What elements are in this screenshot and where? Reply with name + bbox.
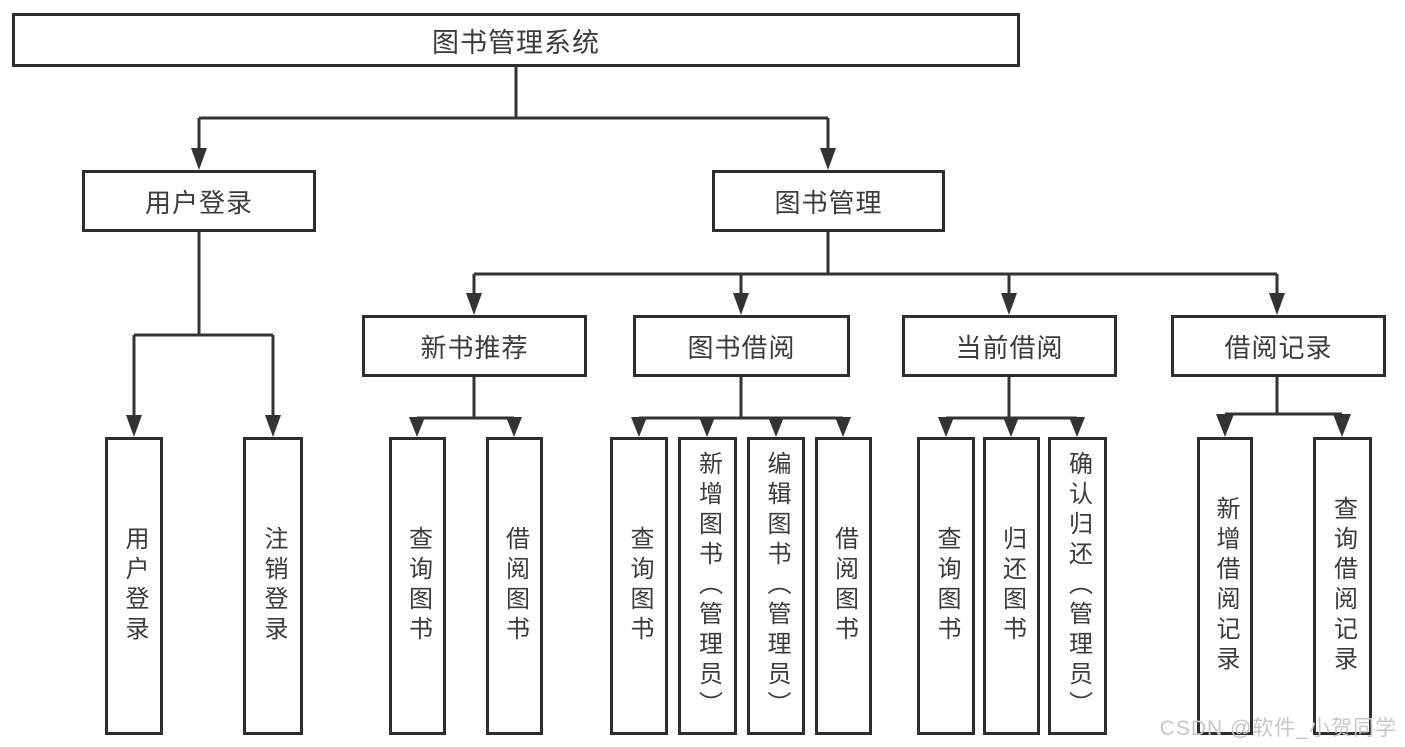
connector-line: [132, 232, 275, 417]
arrowhead-icon: [835, 417, 851, 437]
node-new-book-recommend-label: 新书推荐: [420, 332, 529, 363]
leaf-user-login: 用户登录: [105, 437, 163, 735]
node-book-management-label: 图书管理: [774, 187, 883, 218]
node-new-book-recommend: 新书推荐: [362, 315, 587, 377]
arrowhead-icon: [733, 293, 749, 315]
arrowhead-icon: [1001, 293, 1017, 315]
arrowhead-icon: [768, 417, 784, 437]
node-user-login: 用户登录: [82, 170, 316, 232]
arrowhead-icon: [265, 415, 281, 437]
connector-current-borrow-to-leaves: [938, 377, 1085, 437]
arrowhead-icon: [631, 417, 647, 437]
node-current-borrow-label: 当前借阅: [955, 332, 1064, 363]
arrowhead-icon: [1269, 293, 1285, 315]
leaf-edit-book-admin: 编辑图书（管理员）: [747, 437, 805, 735]
arrowhead-icon: [126, 415, 142, 437]
leaf-add-borrow-record: 新增借阅记录: [1197, 437, 1253, 735]
leaf-borrow-books-recommend-label: 借阅图书: [501, 526, 529, 646]
leaf-confirm-return-admin: 确认归还（管理员）: [1048, 437, 1107, 735]
node-book-management: 图书管理: [712, 170, 945, 232]
csdn-watermark: CSDN @软件_小贺同学: [1159, 717, 1397, 740]
leaf-query-books-borrow: 查询图书: [610, 437, 668, 735]
leaf-return-book-label: 归还图书: [998, 526, 1026, 646]
leaf-add-book-admin: 新增图书（管理员）: [678, 437, 737, 735]
leaf-edit-book-admin-label: 编辑图书（管理员）: [763, 451, 790, 721]
leaf-query-books-current-label: 查询图书: [933, 526, 960, 646]
connector-line: [1225, 377, 1342, 416]
node-root: 图书管理系统: [12, 13, 1020, 67]
arrowhead-icon: [699, 417, 715, 437]
leaf-logout: 注销登录: [243, 437, 303, 735]
connector-user-login-to-leaves: [126, 232, 281, 437]
node-borrow-records-label: 借阅记录: [1224, 332, 1333, 363]
connector-root-to-level2: [191, 67, 836, 170]
connector-line: [417, 377, 514, 420]
leaf-query-books-recommend: 查询图书: [389, 437, 446, 735]
arrowhead-icon: [1333, 414, 1351, 437]
leaf-borrow-books-recommend: 借阅图书: [486, 437, 543, 735]
leaf-query-borrow-record: 查询借阅记录: [1313, 437, 1372, 735]
node-user-login-label: 用户登录: [144, 187, 253, 218]
node-root-label: 图书管理系统: [432, 27, 600, 58]
connector-book-borrow-to-leaves: [631, 377, 851, 437]
connector-line: [946, 377, 1077, 420]
arrowhead-icon: [191, 148, 207, 170]
leaf-query-borrow-record-label: 查询借阅记录: [1329, 496, 1357, 676]
connector-line: [197, 67, 830, 150]
connector-book-management-to-level3: [466, 232, 1285, 315]
leaf-query-books-recommend-label: 查询图书: [404, 526, 432, 646]
arrowhead-icon: [506, 417, 522, 437]
leaf-return-book: 归还图书: [983, 437, 1040, 735]
connector-line: [472, 232, 1279, 295]
leaf-borrow-books-label: 借阅图书: [830, 526, 858, 646]
arrowhead-icon: [1003, 417, 1019, 437]
leaf-borrow-books: 借阅图书: [815, 437, 872, 735]
arrowhead-icon: [466, 293, 482, 315]
node-book-borrow: 图书借阅: [633, 315, 850, 377]
node-book-borrow-label: 图书借阅: [687, 332, 796, 363]
leaf-user-login-label: 用户登录: [121, 526, 148, 646]
leaf-query-books-current: 查询图书: [917, 437, 975, 735]
connector-new-book-recommend-to-leaves: [409, 377, 522, 437]
connector-line: [639, 377, 843, 420]
node-borrow-records: 借阅记录: [1171, 315, 1386, 377]
arrowhead-icon: [938, 417, 954, 437]
node-current-borrow: 当前借阅: [902, 315, 1117, 377]
arrowhead-icon: [1069, 417, 1085, 437]
leaf-add-borrow-record-label: 新增借阅记录: [1212, 496, 1239, 676]
arrowhead-icon: [820, 148, 836, 170]
connector-borrow-records-to-leaves: [1216, 377, 1351, 437]
leaf-confirm-return-admin-label: 确认归还（管理员）: [1064, 451, 1092, 721]
leaf-add-book-admin-label: 新增图书（管理员）: [694, 451, 722, 721]
leaf-logout-label: 注销登录: [260, 526, 287, 646]
arrowhead-icon: [409, 417, 425, 437]
arrowhead-icon: [1216, 414, 1234, 437]
leaf-query-books-borrow-label: 查询图书: [626, 526, 653, 646]
